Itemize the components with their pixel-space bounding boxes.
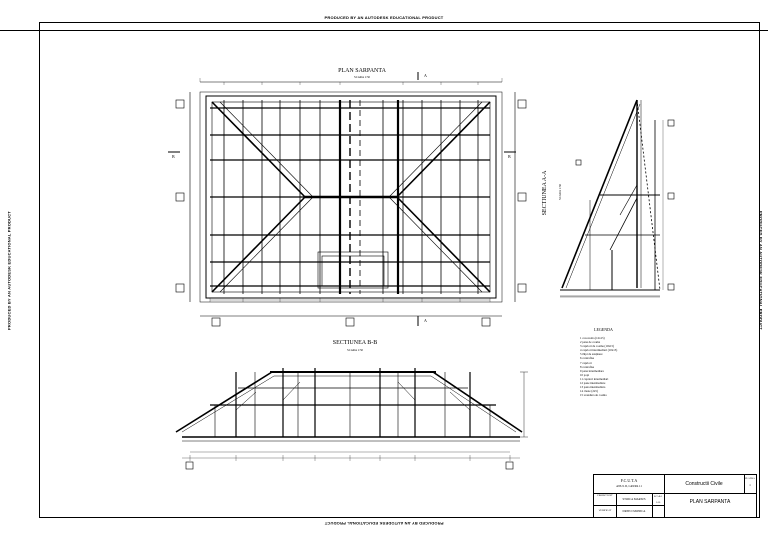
- tb-divider: [616, 493, 617, 517]
- tb-divider: [652, 493, 653, 517]
- tb-drawn-name: STOICA MARIUS: [622, 497, 646, 501]
- stamp-top: PRODUCED BY AN AUTODESK EDUCATIONAL PROD…: [324, 15, 444, 20]
- tb-checked-label: VERIFICAT: [598, 509, 612, 512]
- section-bb-title: SECTIUNEA B-B: [332, 340, 378, 346]
- marker-b-left: B: [172, 154, 175, 159]
- section-aa-scale: SCARA 1:50: [558, 184, 562, 200]
- plan-title: PLAN SARPANTA: [338, 68, 386, 74]
- tb-divider: [744, 475, 745, 493]
- tb-checked-name: DRITCI MONICA: [622, 509, 646, 513]
- marker-a-top: A: [424, 73, 427, 78]
- legend-item: 4 capriori intermediari (10x15): [580, 348, 618, 353]
- legend-item: 1 cosoroaba (12x15): [580, 336, 605, 340]
- tb-scale-label: SCARA: [653, 495, 663, 498]
- tb-sheet-label: PLANSA: [745, 477, 755, 480]
- top-rule: [0, 30, 768, 31]
- tb-divider: [664, 475, 665, 517]
- roof-plan: [168, 72, 527, 327]
- legend-item: 11 capriori intermediari: [580, 376, 609, 381]
- legend-item: 7 capriori: [580, 360, 592, 365]
- legend-item: 5 tălpi de susținere: [580, 352, 603, 357]
- tb-sheet-no: 1: [749, 483, 751, 487]
- marker-a-bottom: A: [424, 318, 427, 323]
- title-block: F.C.U.T.A ANUL II, GRUPA 11 Constructii …: [593, 474, 757, 518]
- tb-org-sub: ANUL II, GRUPA 11: [616, 484, 642, 488]
- drawing-frame: [39, 22, 760, 518]
- legend-item: 15 scandura de coama: [580, 393, 607, 398]
- legend-item: 2 pana de coama: [580, 340, 601, 345]
- tb-drawing-title: PLAN SARPANTA: [689, 499, 731, 505]
- legend-item: 6 contrafise: [580, 356, 595, 361]
- marker-b-right: B: [508, 154, 511, 159]
- section-b-b: [175, 368, 528, 470]
- section-aa-title: SECTIUNEA A-A: [542, 170, 548, 216]
- tb-scale-value: 1:50: [655, 501, 661, 504]
- legend-item: 12 pane intermediare: [580, 381, 606, 386]
- tb-org: F.C.U.T.A: [620, 478, 638, 483]
- legend-item: 9 pana intermediara: [580, 368, 604, 373]
- tb-divider: [594, 505, 664, 506]
- tb-field: Constructii Civile: [685, 481, 723, 487]
- legend-item: 13 pana intermediara: [580, 385, 606, 390]
- legend-item: 14 cleste (2x5): [580, 389, 598, 394]
- legend-item: 8 contrafise: [580, 364, 595, 369]
- legend: LEGENDA 1 cosoroaba (12x15) 2 pana de co…: [580, 327, 690, 397]
- section-a-a: [560, 99, 675, 298]
- tb-divider: [594, 493, 756, 494]
- plan-scale: SCARA 1:50: [354, 75, 370, 79]
- legend-item: 3 capriori de coama (10x15): [580, 344, 614, 349]
- tb-drawn-label: PROIECTANT: [597, 494, 613, 497]
- section-bb-scale: SCARA 1:50: [347, 348, 363, 352]
- legend-item: 10 popi: [580, 372, 590, 377]
- legend-title: LEGENDA: [594, 327, 613, 332]
